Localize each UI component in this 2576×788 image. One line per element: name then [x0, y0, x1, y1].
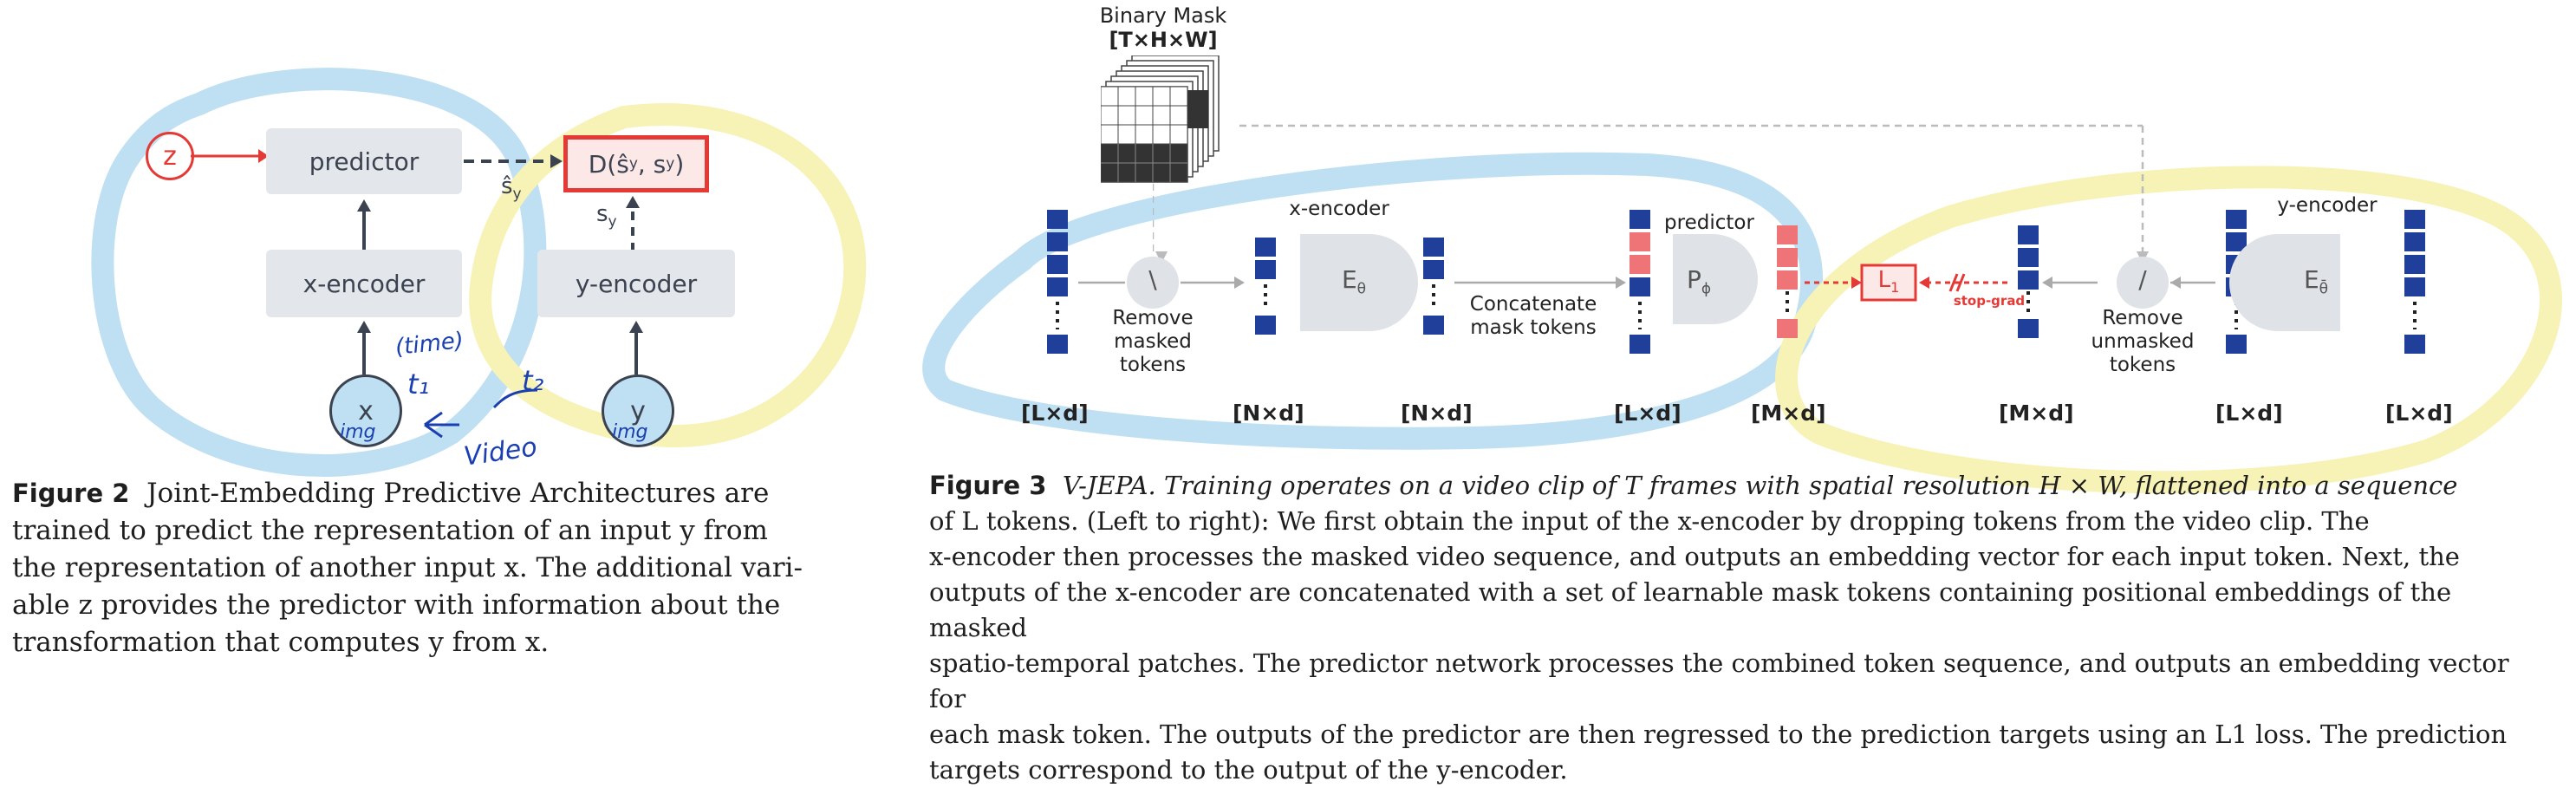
token-column-masked — [1255, 238, 1276, 335]
binary-mask-cube — [1101, 55, 1220, 183]
sy-arrow — [626, 196, 640, 251]
predictor-to-distance-arrow — [464, 154, 563, 168]
remove-unmasked-operator: / — [2138, 265, 2147, 294]
predictor-label: predictor — [309, 147, 420, 176]
token-column-x-encoded — [1423, 238, 1444, 335]
figure-3-caption-line-6: each mask token. The outputs of the pred… — [929, 720, 2508, 749]
dim-label-4: [L×d] — [1614, 401, 1682, 426]
figure-3-caption-line-1: Figure 3 V-JEPA. Training operates on a … — [929, 471, 2458, 500]
remove-masked-operator: \ — [1148, 265, 1157, 294]
z-label: z — [163, 140, 177, 172]
l1-loss-label: L1 — [1877, 267, 1900, 296]
token-column-concatenated — [1630, 210, 1650, 354]
dim-label-2: [N×d] — [1233, 401, 1304, 426]
yellow-highlight-loop-fig3 — [1775, 166, 2562, 494]
handwritten-arrows — [424, 388, 538, 439]
highlight-layer — [91, 68, 2562, 494]
y-label: y — [630, 395, 646, 427]
yellow-highlight-loop-fig2 — [469, 103, 867, 448]
y-encoder-label: y-encoder — [575, 269, 698, 298]
x-input-node: x — [329, 374, 402, 447]
e-theta-label: Eθ — [1341, 265, 1367, 298]
dim-label-8: [L×d] — [2385, 401, 2453, 426]
x-encoder-title: x-encoder — [1289, 198, 1389, 220]
binary-mask-title: Binary Mask [T×H×W] — [1099, 3, 1227, 52]
handwritten-img-y: img — [612, 421, 648, 443]
predictor-box: predictor — [266, 128, 462, 194]
figure-2-caption-line-3: the representation of another input x. T… — [12, 552, 803, 583]
x-encoder-to-predictor-arrow — [357, 199, 371, 250]
token-pipeline — [1047, 210, 2425, 354]
y-input-node: y — [602, 374, 674, 447]
x-to-x-encoder-arrow — [357, 321, 371, 374]
x-encoder-label: x-encoder — [302, 269, 426, 298]
dim-label-1: [L×d] — [1021, 401, 1089, 426]
y-encoder-box: y-encoder — [537, 250, 735, 317]
dim-label-5: [M×d] — [1751, 401, 1826, 426]
p-phi-label: Pϕ — [1686, 265, 1712, 298]
dim-label-7: [L×d] — [2215, 401, 2283, 426]
handwritten-t1: t₁ — [407, 368, 430, 401]
remove-masked-label: Remove masked tokens — [1112, 307, 1194, 376]
figure-2-caption-line-5: transformation that computes y from x. — [12, 627, 550, 658]
figure-3-caption-line-7: targets correspond to the output of the … — [929, 755, 1568, 785]
x-label: x — [358, 395, 374, 427]
remove-unmasked-label: Remove unmasked tokens — [2091, 307, 2195, 376]
e-theta-bar-label: Eθ̄ — [2303, 265, 2329, 298]
z-node: z — [146, 132, 194, 180]
predictor-title: predictor — [1664, 212, 1754, 234]
figure-2-caption-line-4: able z provides the predictor with infor… — [12, 589, 781, 621]
figure-3-caption-line-5: spatio-temporal patches. The predictor n… — [929, 648, 2509, 713]
stop-grad-label: stop-grad — [1953, 293, 2026, 309]
token-column-input — [1047, 210, 1068, 354]
y-encoder-title: y-encoder — [2277, 194, 2378, 217]
figure-3-caption: Figure 3 V-JEPA. Training operates on a … — [929, 468, 2550, 788]
figure-2-caption-line-1: Figure 2 Joint-Embedding Predictive Arch… — [12, 478, 770, 509]
x-encoder-box: x-encoder — [266, 250, 462, 317]
shat-label: ŝy — [501, 173, 522, 204]
figure-3-caption-line-4: outputs of the x-encoder are concatenate… — [929, 577, 2452, 642]
token-column-target — [2018, 225, 2039, 338]
figure-3-caption-line-3: x-encoder then processes the masked vide… — [929, 542, 2460, 571]
figure-2-caption-line-2: trained to predict the representation of… — [12, 515, 768, 546]
dim-label-6: [M×d] — [1999, 401, 2074, 426]
blue-highlight-loop-fig3 — [922, 152, 1824, 450]
figure-2-caption: Figure 2 Joint-Embedding Predictive Arch… — [12, 475, 870, 661]
sy-label: sy — [596, 201, 617, 231]
z-to-predictor-arrow — [191, 149, 269, 163]
dim-label-3: [N×d] — [1401, 401, 1473, 426]
y-to-y-encoder-arrow — [629, 321, 643, 374]
token-column-y-input — [2404, 210, 2425, 354]
concatenate-label: Concatenate mask tokens — [1469, 293, 1597, 339]
token-column-predicted — [1777, 225, 1798, 338]
handwritten-img-x: img — [340, 421, 376, 443]
blue-highlight-loop-fig2 — [91, 68, 547, 477]
figure-3-caption-line-2: of L tokens. (Left to right): We first o… — [929, 506, 2370, 536]
